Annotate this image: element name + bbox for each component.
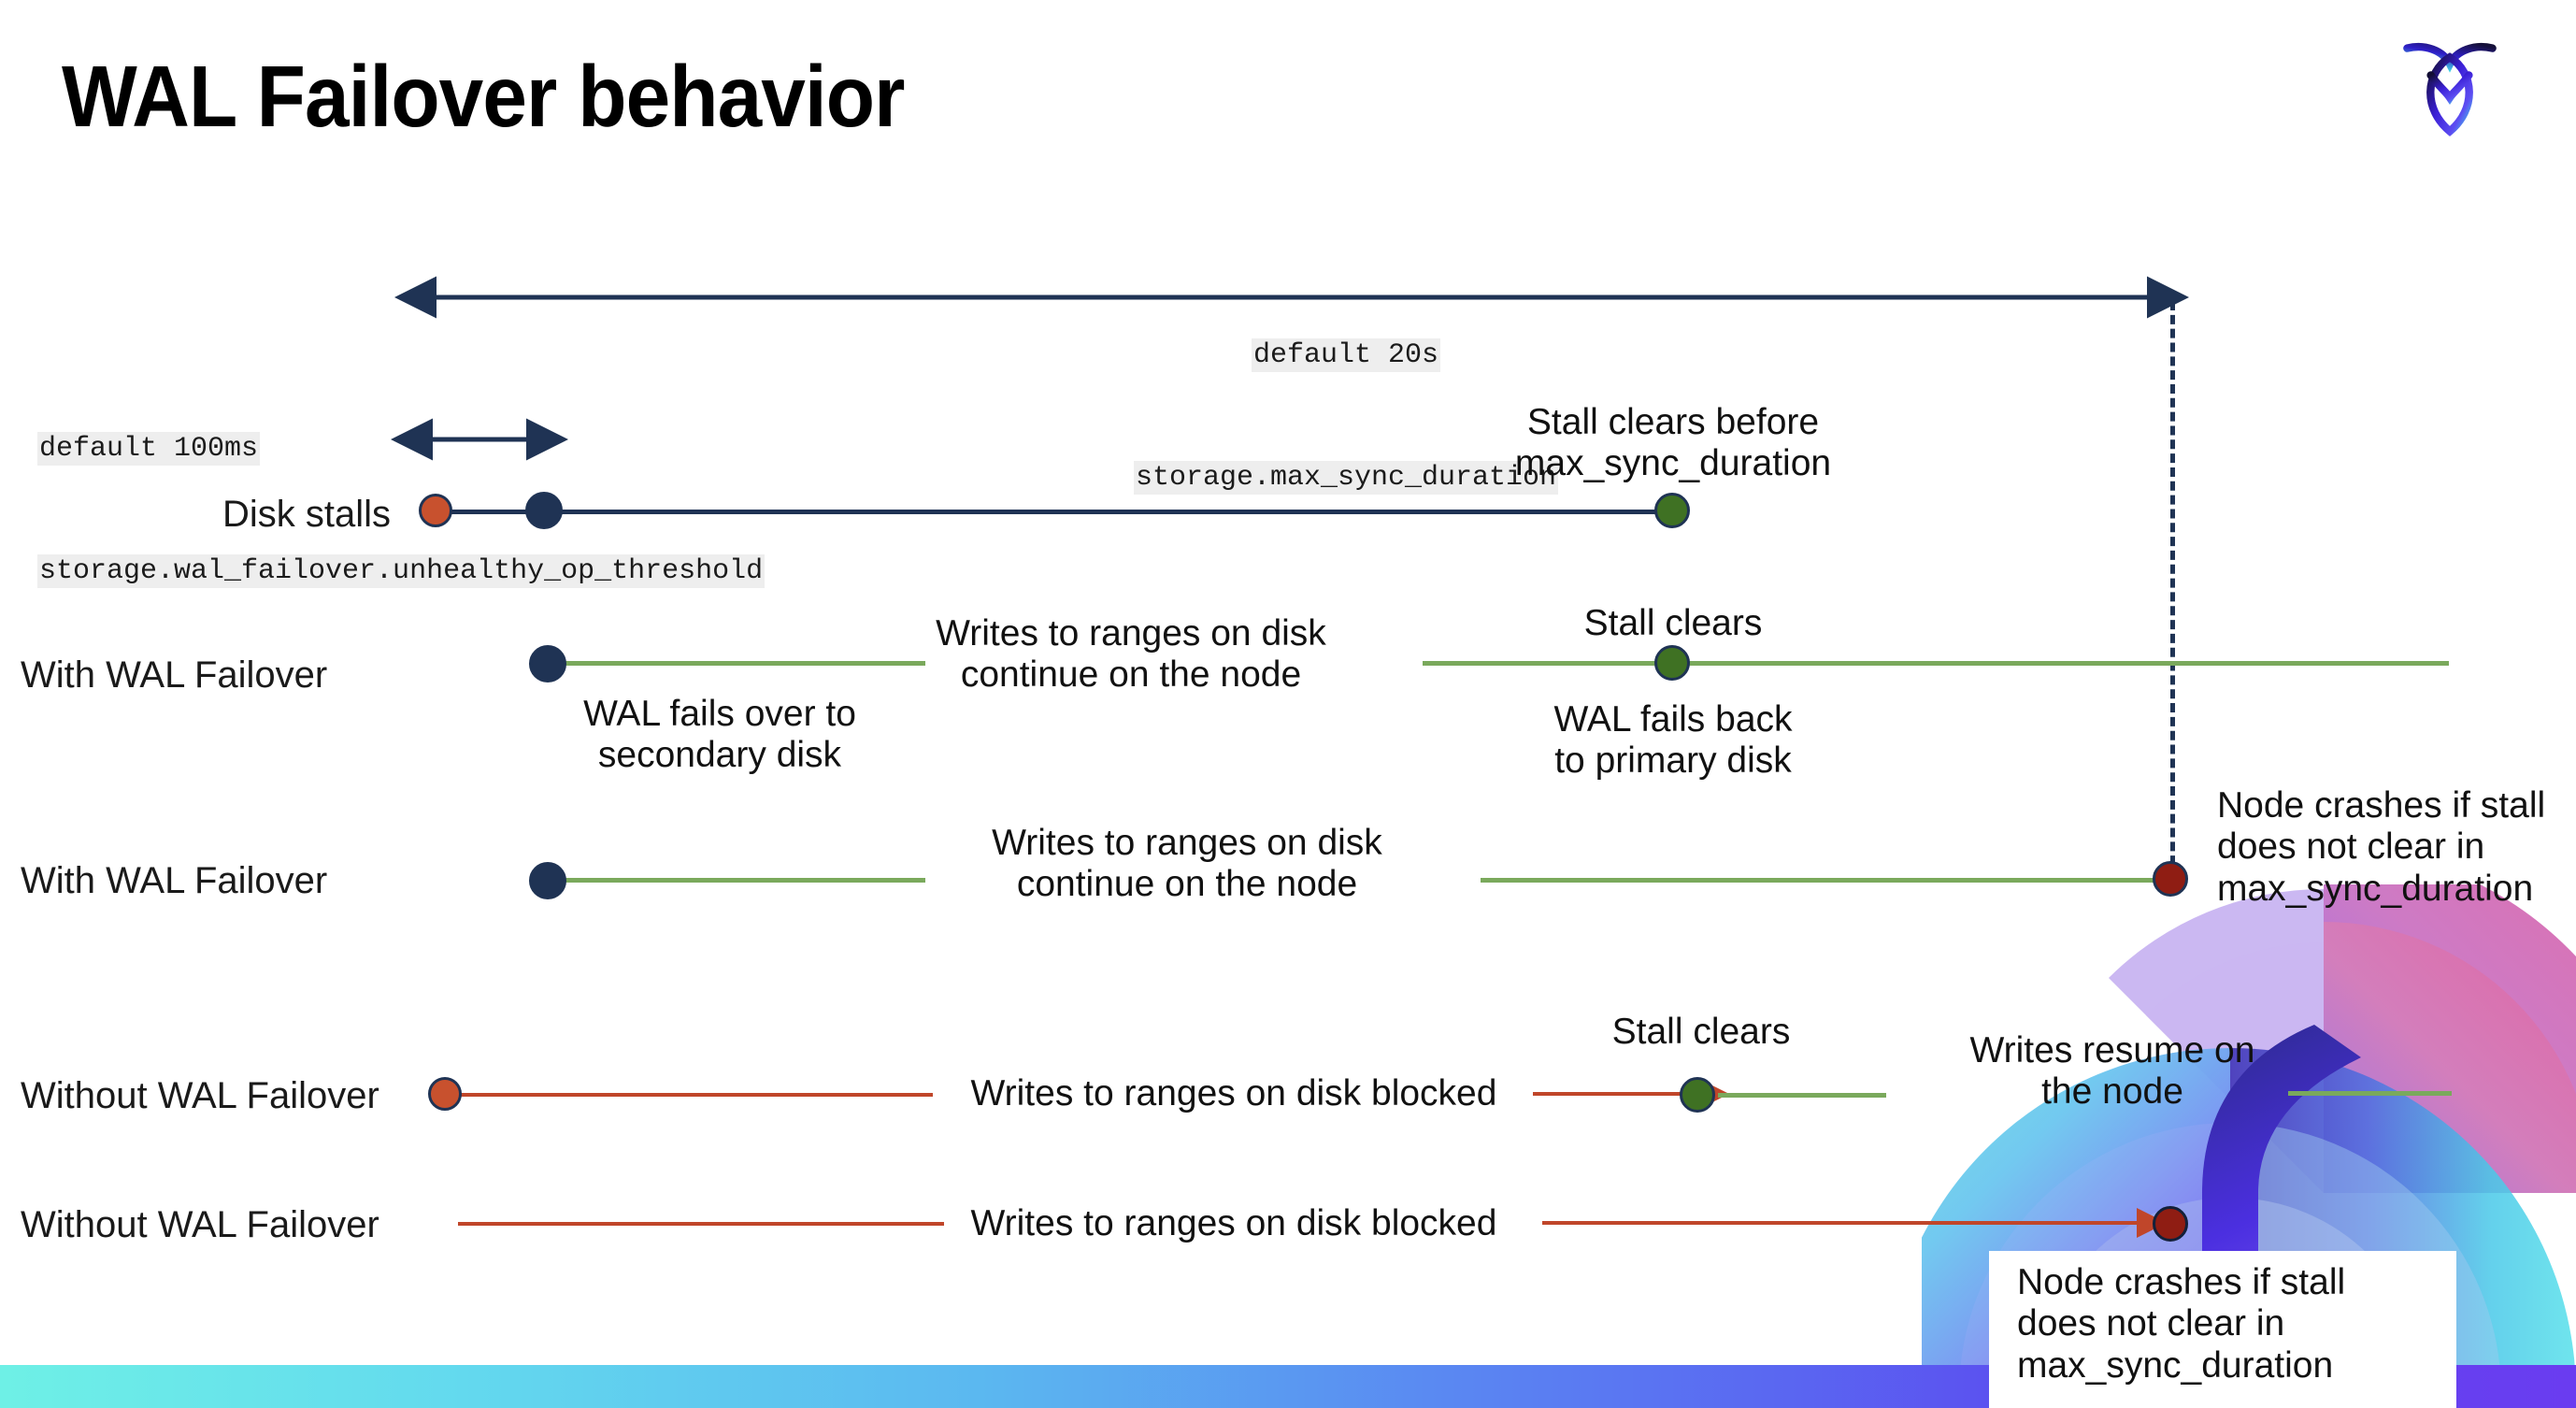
max-sync-duration-arrow <box>394 276 2189 319</box>
disk-stalls-start-dot <box>419 494 452 527</box>
anno-stall-clears-1: Stall clears <box>1583 603 1763 643</box>
with-wal-failover-2-segment-a <box>542 878 925 883</box>
cockroachdb-logo-icon <box>2403 42 2497 136</box>
row-label-without-wal-failover-1: Without WAL Failover <box>21 1075 379 1116</box>
without-wal-failover-1-start-dot <box>428 1077 462 1111</box>
with-wal-failover-1-segment-b <box>1423 661 2449 666</box>
unhealthy-op-threshold-arrow <box>391 418 568 461</box>
with-wal-failover-1-start-dot <box>529 645 566 682</box>
anno-wal-fails-back: WAL fails back to primary disk <box>1553 699 1793 782</box>
with-wal-failover-2-segment-b <box>1481 878 2172 883</box>
max-sync-duration-dashed-line <box>2170 301 2175 879</box>
unhealthy-op-threshold-callout: default 100ms storage.wal_failover.unhea… <box>37 348 879 673</box>
max-sync-default-label: default 20s <box>1251 338 1441 372</box>
with-wal-failover-1-clear-dot <box>1654 645 1690 681</box>
row-label-with-wal-failover-2: With WAL Failover <box>21 860 328 901</box>
disk-stalls-timeline <box>436 510 1679 514</box>
with-wal-failover-2-start-dot <box>529 862 566 899</box>
without-wal-failover-1-segment-a <box>447 1093 933 1097</box>
anno-node-crashes-2: Node crashes if stall does not clear in … <box>2017 1262 2346 1386</box>
node-crashes-callout-backdrop <box>1989 1251 2456 1408</box>
without-wal-failover-2-segment-a <box>458 1222 944 1226</box>
row-label-with-wal-failover-1: With WAL Failover <box>21 654 328 696</box>
unhealthy-op-default-label: default 100ms <box>37 432 261 466</box>
anno-writes-resume: Writes resume on the node <box>1969 1030 2255 1113</box>
disk-stalls-clear-dot <box>1654 493 1690 528</box>
without-wal-failover-2-crash-dot <box>2153 1206 2188 1242</box>
without-wal-failover-2-arrow <box>1542 1208 2167 1238</box>
without-wal-failover-1-segment-b <box>1718 1093 1886 1098</box>
with-wal-failover-1-segment-a <box>542 661 925 666</box>
without-wal-failover-1-clear-dot <box>1680 1077 1715 1113</box>
anno-node-crashes-1: Node crashes if stall does not clear in … <box>2217 785 2546 909</box>
unhealthy-op-setting-label: storage.wal_failover.unhealthy_op_thresh… <box>37 553 766 588</box>
anno-writes-continue-1: Writes to ranges on disk continue on the… <box>936 613 1326 696</box>
max-sync-duration-callout: default 20s storage.max_sync_duration <box>1084 254 1608 580</box>
anno-writes-blocked-2: Writes to ranges on disk blocked <box>970 1203 1497 1243</box>
wal-failover-trigger-dot <box>525 492 563 529</box>
without-wal-failover-1-segment-c <box>2288 1091 2452 1096</box>
anno-stall-clears-before-max-sync: Stall clears before max_sync_duration <box>1514 402 1832 484</box>
page-title: WAL Failover behavior <box>62 48 905 145</box>
row-label-disk-stalls: Disk stalls <box>222 494 392 535</box>
anno-writes-continue-2: Writes to ranges on disk continue on the… <box>992 823 1382 905</box>
with-wal-failover-2-crash-dot <box>2153 861 2188 897</box>
anno-stall-clears-2: Stall clears <box>1611 1012 1791 1052</box>
max-sync-setting-label: storage.max_sync_duration <box>1133 460 1559 495</box>
without-wal-failover-1-arrow <box>1533 1079 1729 1109</box>
row-label-without-wal-failover-2: Without WAL Failover <box>21 1204 379 1245</box>
anno-wal-fails-over: WAL fails over to secondary disk <box>583 694 856 776</box>
anno-writes-blocked-1: Writes to ranges on disk blocked <box>970 1073 1497 1113</box>
